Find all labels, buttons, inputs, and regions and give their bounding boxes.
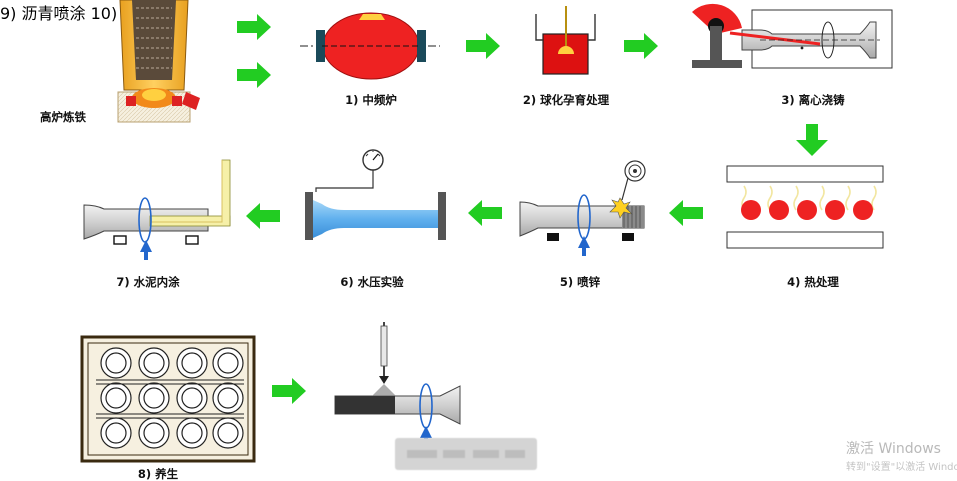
flow-arrow-icon <box>468 200 502 226</box>
step-label-1: 1) 中频炉 <box>345 93 397 107</box>
step-label-8: 8) 养生 <box>138 467 179 481</box>
flow-arrow-icon <box>246 203 280 229</box>
flow-arrow-down-icon <box>796 124 828 156</box>
activation-watermark-hint: 转到"设置"以激活 Windows。 <box>846 462 957 473</box>
induction-furnace-illustration <box>300 12 440 80</box>
flow-arrow-icon <box>237 62 271 88</box>
hydrostatic-test-illustration <box>305 149 446 240</box>
step-label-6: 6) 水压实验 <box>340 275 404 289</box>
step-label-7: 7) 水泥内涂 <box>116 275 180 289</box>
step-label-2: 2) 球化孕育处理 <box>523 93 610 107</box>
curing-illustration <box>80 335 256 463</box>
step-label-3: 3) 离心浇铸 <box>781 93 845 107</box>
step-label-4: 4) 热处理 <box>787 275 839 289</box>
centrifugal-casting-illustration <box>692 3 893 69</box>
spheroidizing-ladle-illustration <box>535 6 596 75</box>
zinc-spraying-illustration <box>519 160 646 256</box>
flow-arrow-icon <box>624 33 658 59</box>
flow-arrow-icon <box>466 33 500 59</box>
flow-arrow-icon <box>272 378 306 404</box>
asphalt-spraying-illustration <box>334 322 461 446</box>
flow-arrow-icon <box>669 200 703 226</box>
activation-watermark-title: 激活 Windows <box>846 441 941 457</box>
flow-arrow-icon <box>237 14 271 40</box>
cement-lining-illustration <box>83 159 231 260</box>
step-label-9: 9) 沥青喷涂 <box>0 4 86 23</box>
blast-furnace-illustration <box>117 0 200 123</box>
obscured-overlay-bar <box>395 438 537 470</box>
step-label-5: 5) 喷锌 <box>560 275 601 289</box>
heat-treatment-illustration <box>726 165 884 249</box>
step-label-blast-furnace: 高炉炼铁 <box>40 110 86 124</box>
